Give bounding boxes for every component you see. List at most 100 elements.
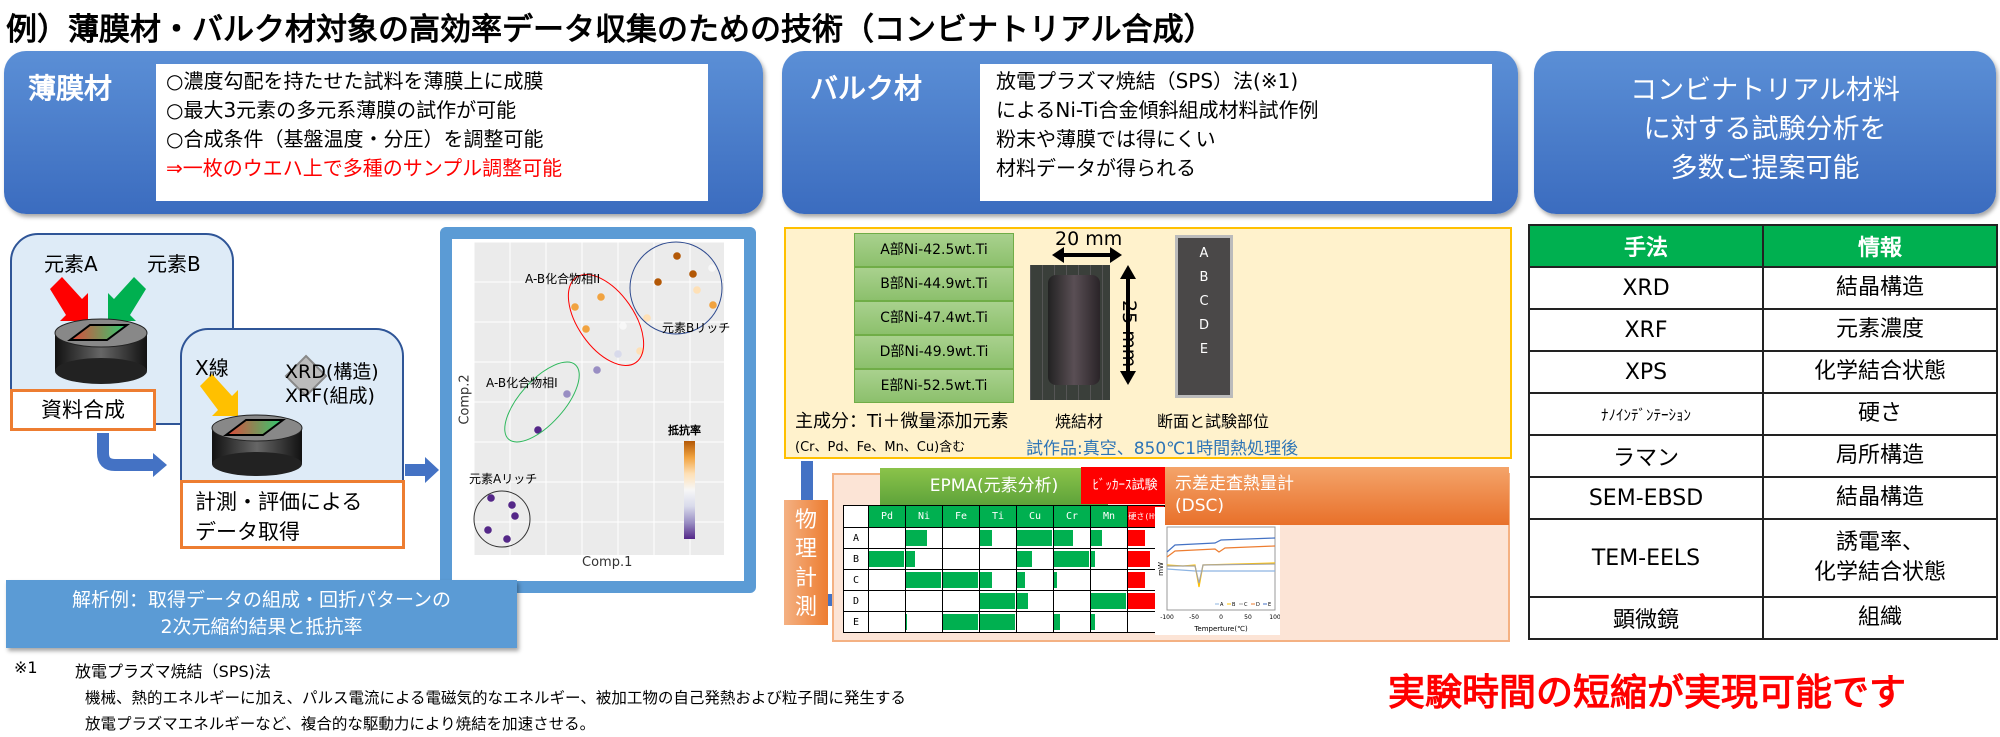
info-cell: 化学結合状態 — [1762, 350, 1998, 394]
plot-frame — [1166, 526, 1276, 611]
value-cell — [1053, 569, 1091, 591]
legend-label: B — [1232, 602, 1236, 608]
text-char: 計 — [794, 566, 817, 591]
value-cell — [868, 569, 906, 591]
value-bar — [906, 572, 941, 588]
method-cell: TEM-EELS — [1528, 518, 1764, 598]
value-cell — [1016, 590, 1054, 612]
bulk-description: 放電プラズマ焼結（SPS）法(※1) によるNi-Ti合金傾斜組成材料試作例 粉… — [980, 64, 1492, 201]
section-letter: B — [1199, 270, 1209, 285]
table-row: C — [843, 569, 1165, 591]
composition-item: E部Ni-52.5wt.Ti — [854, 369, 1014, 403]
sintered-sample-photo — [1030, 265, 1110, 400]
main-component: 主成分：Ti＋微量添加元素 — [795, 411, 1009, 432]
legend-label: C — [1244, 602, 1248, 608]
text-line: ○濃度勾配を持たせた試料を薄膜上に成膜 — [166, 69, 544, 93]
row-label: E — [843, 611, 869, 633]
data-point — [508, 501, 516, 509]
value-bar — [1017, 572, 1025, 588]
info-cell: 結晶構造 — [1762, 266, 1998, 310]
data-point — [708, 264, 716, 272]
xray-label: X線 — [195, 356, 229, 380]
method-cell: ﾅﾉｲﾝﾃﾞﾝﾃｰｼｮﾝ — [1528, 392, 1764, 436]
measurement-label: 計測・評価によるデータ取得 — [180, 480, 405, 549]
footnote-text: 機械、熱的エネルギーに加え、パルス電流による電磁気的なエネルギー、被加工物の自己… — [85, 685, 906, 737]
text-line: ○最大3元素の多元系薄膜の試作が可能 — [166, 98, 517, 122]
right-arrow-icon — [405, 457, 439, 483]
bulk-label: バルク材 — [810, 72, 923, 105]
value-cell — [1090, 611, 1128, 633]
info-cell: 誘電率、 化学結合状態 — [1762, 518, 1998, 598]
value-cell — [868, 527, 906, 549]
value-cell — [1053, 590, 1091, 612]
table-row: E — [843, 611, 1165, 633]
value-bar — [1128, 593, 1163, 609]
value-bar — [943, 572, 978, 588]
text-line: ○合成条件（基盤温度・分圧）を調整可能 — [166, 127, 544, 151]
physical-measurement-label: 物理計測 — [784, 500, 828, 625]
column-header: Pd — [868, 505, 906, 528]
value-bar — [1128, 551, 1150, 567]
data-point — [636, 347, 644, 355]
data-point — [619, 322, 627, 330]
epma-header: EPMA(元素分析) — [880, 468, 1108, 505]
element-a-label: 元素A — [44, 252, 98, 276]
x-tick-label: -50 — [1189, 614, 1199, 621]
data-point — [597, 293, 605, 301]
group-label: A-B化合物相II — [525, 272, 601, 286]
composition-item: D部Ni-49.9wt.Ti — [854, 335, 1014, 369]
group-label: 元素Bリッチ — [662, 321, 731, 335]
dsc-series-line — [1167, 563, 1276, 584]
value-cell — [1016, 548, 1054, 570]
width-label: 20 mm — [1055, 228, 1123, 250]
value-bar — [1054, 530, 1074, 546]
text-line: 多数ご提案可能 — [1670, 153, 1860, 184]
column-header: Cr — [1053, 505, 1091, 528]
group-label: A-B化合物相I — [486, 376, 558, 390]
table-row: D — [843, 590, 1165, 612]
value-bar — [980, 614, 1015, 630]
text-line: 材料データが得られる — [996, 156, 1196, 180]
method-cell: XRD — [1528, 266, 1764, 310]
text-char: 理 — [794, 537, 817, 562]
value-bar — [980, 593, 1015, 609]
value-bar — [869, 551, 904, 567]
table-row: B — [843, 548, 1165, 570]
dsc-series-line — [1166, 568, 1275, 572]
value-cell — [905, 527, 943, 549]
value-cell — [979, 590, 1017, 612]
text-line: に対する試験分析を — [1643, 114, 1887, 145]
method-cell: ラマン — [1528, 434, 1764, 478]
value-cell — [905, 590, 943, 612]
data-point — [593, 366, 601, 374]
info-cell: 硬さ — [1762, 392, 1998, 436]
condition-label: 試作品:真空、850℃1時間熱処理後 — [1026, 439, 1299, 459]
header-row: 手法情報 — [1528, 224, 1998, 268]
value-cell — [942, 548, 980, 570]
value-bar — [1091, 593, 1126, 609]
data-point — [484, 526, 492, 534]
flow-arrow-icon — [97, 433, 167, 477]
column-header: Fe — [942, 505, 980, 528]
row-label: B — [843, 548, 869, 570]
value-bar — [1017, 530, 1052, 546]
data-point — [643, 314, 651, 322]
x-tick-label: 0 — [1219, 614, 1223, 621]
value-cell — [868, 590, 906, 612]
footnote-title: 放電プラズマ焼結（SPS)法 — [75, 662, 271, 681]
vickers-header: ﾋﾞｯｶｰｽ試験 — [1081, 467, 1169, 504]
method-cell: SEM-EBSD — [1528, 476, 1764, 520]
section-letter: C — [1199, 294, 1209, 309]
x-axis-label: Comp.1 — [582, 555, 633, 570]
x-tick-label: 100 — [1269, 614, 1280, 621]
value-bar — [906, 530, 927, 546]
data-point — [503, 535, 511, 543]
dimension-arrows-icon — [1052, 247, 1136, 385]
